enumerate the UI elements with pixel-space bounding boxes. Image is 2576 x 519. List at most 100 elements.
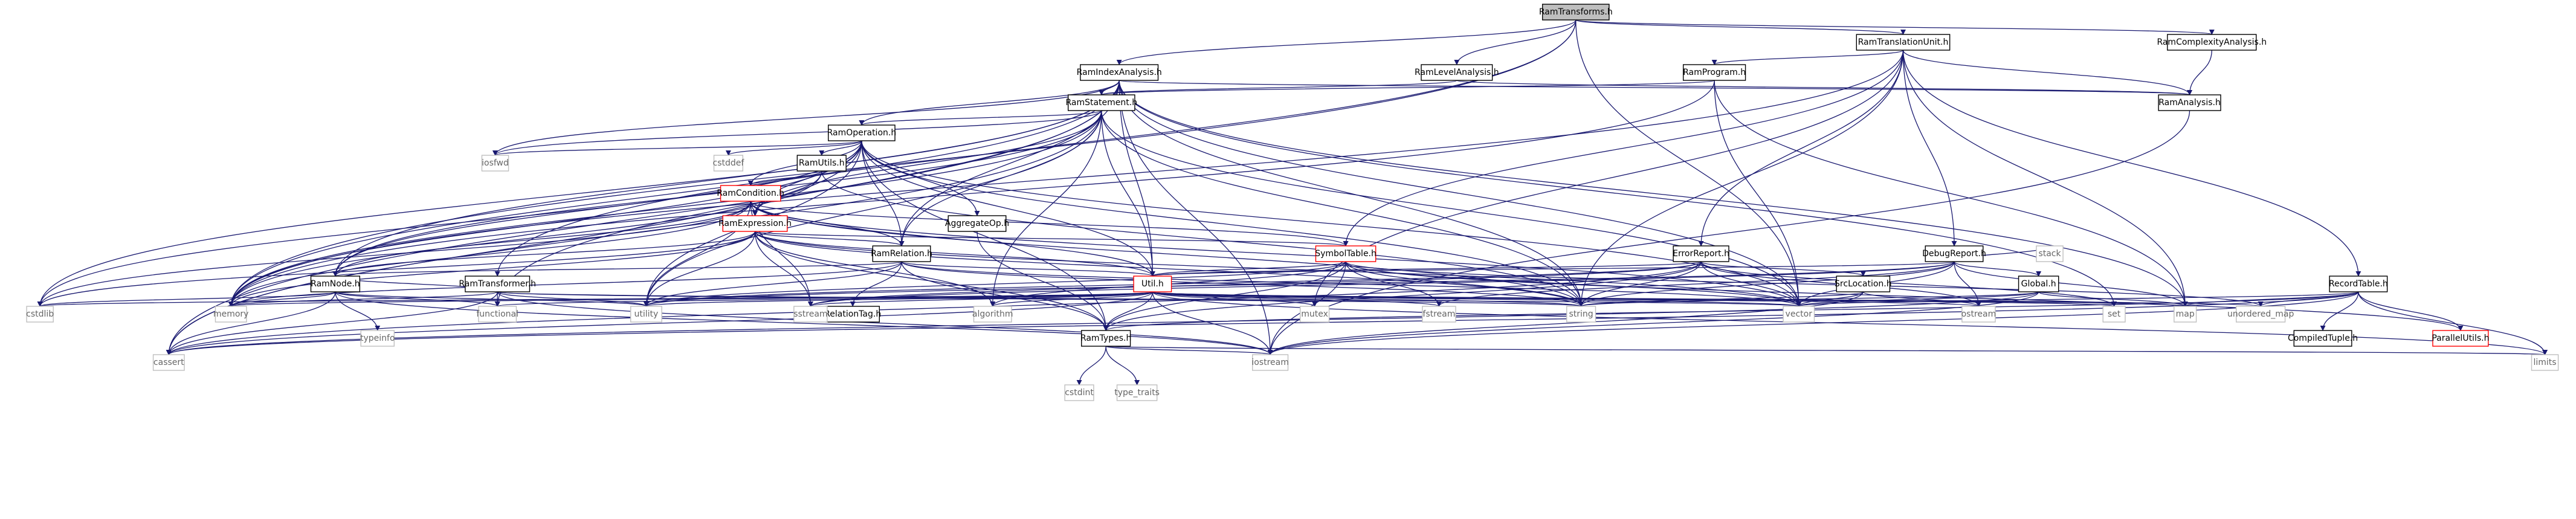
node-label: RamAnalysis.h [2158,98,2221,108]
graph-node[interactable]: RamNode.h [310,276,361,292]
dependency-edge [1698,50,1904,247]
dependency-edge [495,291,1153,307]
dependency-edge [228,140,862,307]
graph-node: cstdlib [26,306,54,323]
graph-node[interactable]: RamAnalysis.h [2158,94,2221,111]
node-box [947,215,1007,232]
dependency-edge [335,291,381,331]
graph-node[interactable]: Util.h [1133,276,1172,292]
dependency-edge [1150,261,1955,277]
graph-node[interactable]: Global.h [2018,276,2059,292]
node-box [2036,245,2064,262]
dependency-edge [37,291,336,307]
node-label: string [1569,309,1593,319]
node-label: type_traits [1114,388,1160,398]
graph-node[interactable]: RamRelation.h [871,245,932,262]
graph-node[interactable]: DebugReport.h [1922,245,1986,262]
dependency-edge [332,201,751,277]
node-box [1673,245,1729,262]
dependency-edge [1119,80,1273,355]
node-box [465,276,531,292]
dependency-edge [861,140,1584,307]
dependency-edge [1076,346,1106,385]
graph-node[interactable]: RamComplexityAnalysis.h [2157,34,2267,51]
node-label: AggregateOp.h [945,219,1009,228]
graph-node[interactable]: SymbolTable.h [1315,245,1377,262]
graph-node[interactable]: RamTransformer.h [459,276,536,292]
dependency-edge [1711,50,1904,65]
dependency-edge [1103,291,1153,331]
node-box [26,306,54,323]
node-box [1783,306,1815,323]
graph-node[interactable]: RamOperation.h [827,124,897,141]
dependency-edge [1954,261,2042,277]
graph-node[interactable]: ErrorReport.h [1673,245,1729,262]
graph-node[interactable]: SrcLocation.h [1835,276,1892,292]
dependency-edge [1796,291,2039,307]
node-box [630,306,662,323]
node-box [1566,306,1596,323]
graph-node[interactable]: RecordTable.h [2329,276,2388,292]
graph-node[interactable]: RelationTag.h [824,306,881,323]
dependency-edge [2038,291,2188,307]
dependency-edge [901,261,1801,307]
dependency-edge [335,291,1273,355]
node-box [2174,306,2197,323]
node-box [2236,306,2286,323]
graph-node: functional [476,306,518,323]
node-label: memory [213,309,249,319]
dependency-edge [644,261,1346,307]
node-label: vector [1786,309,1813,319]
dependency-edge [494,80,1120,307]
dependency-edge [1267,291,2039,355]
node-label: RamTypes.h [1080,334,1131,343]
dependency-edge [2258,291,2359,307]
dependency-edge [1902,50,2188,307]
node-box [2293,330,2352,347]
dependency-edge [1103,261,1702,331]
dependency-edge [1152,291,1442,307]
node-label: algorithm [972,309,1013,319]
dependency-edge [166,291,1153,355]
graph-node[interactable]: RamProgram.h [1682,64,1746,81]
graph-node: vector [1783,306,1815,323]
dependency-edge [37,140,862,307]
graph-node[interactable]: RamExpression.h [718,215,792,232]
dependency-edge [2358,291,2464,331]
node-box [215,306,247,323]
dependency-edge [37,201,751,307]
node-box [1856,34,1951,51]
graph-node[interactable]: RamLevelAnalysis.h [1415,64,1499,81]
dependency-edge [1152,291,1317,307]
dependency-edge [1575,19,1802,307]
graph-node[interactable]: AggregateOp.h [945,215,1009,232]
dependency-edge [335,291,500,307]
graph-node[interactable]: RamTypes.h [1080,330,1131,347]
node-box [713,155,743,172]
dependency-edge [859,110,1102,126]
graph-node[interactable]: RamUtils.h [796,155,847,172]
graph-node[interactable]: RamTransforms.h [1539,4,1613,21]
dependency-edge [754,231,1802,307]
graph-node: set [2102,306,2126,323]
dependency-edge [332,231,756,277]
graph-node[interactable]: RamStatement.h [1065,94,1137,111]
node-label: RamTranslationUnit.h [1858,37,1949,47]
graph-node[interactable]: RamTranslationUnit.h [1856,34,1951,51]
dependency-edge [492,80,1120,156]
graph-node[interactable]: ParallelUtils.h [2432,330,2489,347]
dependency-edge [1454,19,1577,65]
node-label: CompiledTuple.h [2288,334,2358,343]
node-box [1081,330,1131,347]
graph-node[interactable]: RamCondition.h [717,185,784,202]
graph-node[interactable]: CompiledTuple.h [2288,330,2358,347]
dependency-edge [754,231,1584,307]
node-box [1541,4,1610,21]
node-label: typeinfo [360,334,395,343]
dependency-edge [1152,291,1584,307]
dependency-edge [333,261,902,277]
node-box [720,185,781,202]
node-box [1080,64,1159,81]
graph-node[interactable]: RamIndexAnalysis.h [1077,64,1162,81]
node-box [1836,276,1891,292]
